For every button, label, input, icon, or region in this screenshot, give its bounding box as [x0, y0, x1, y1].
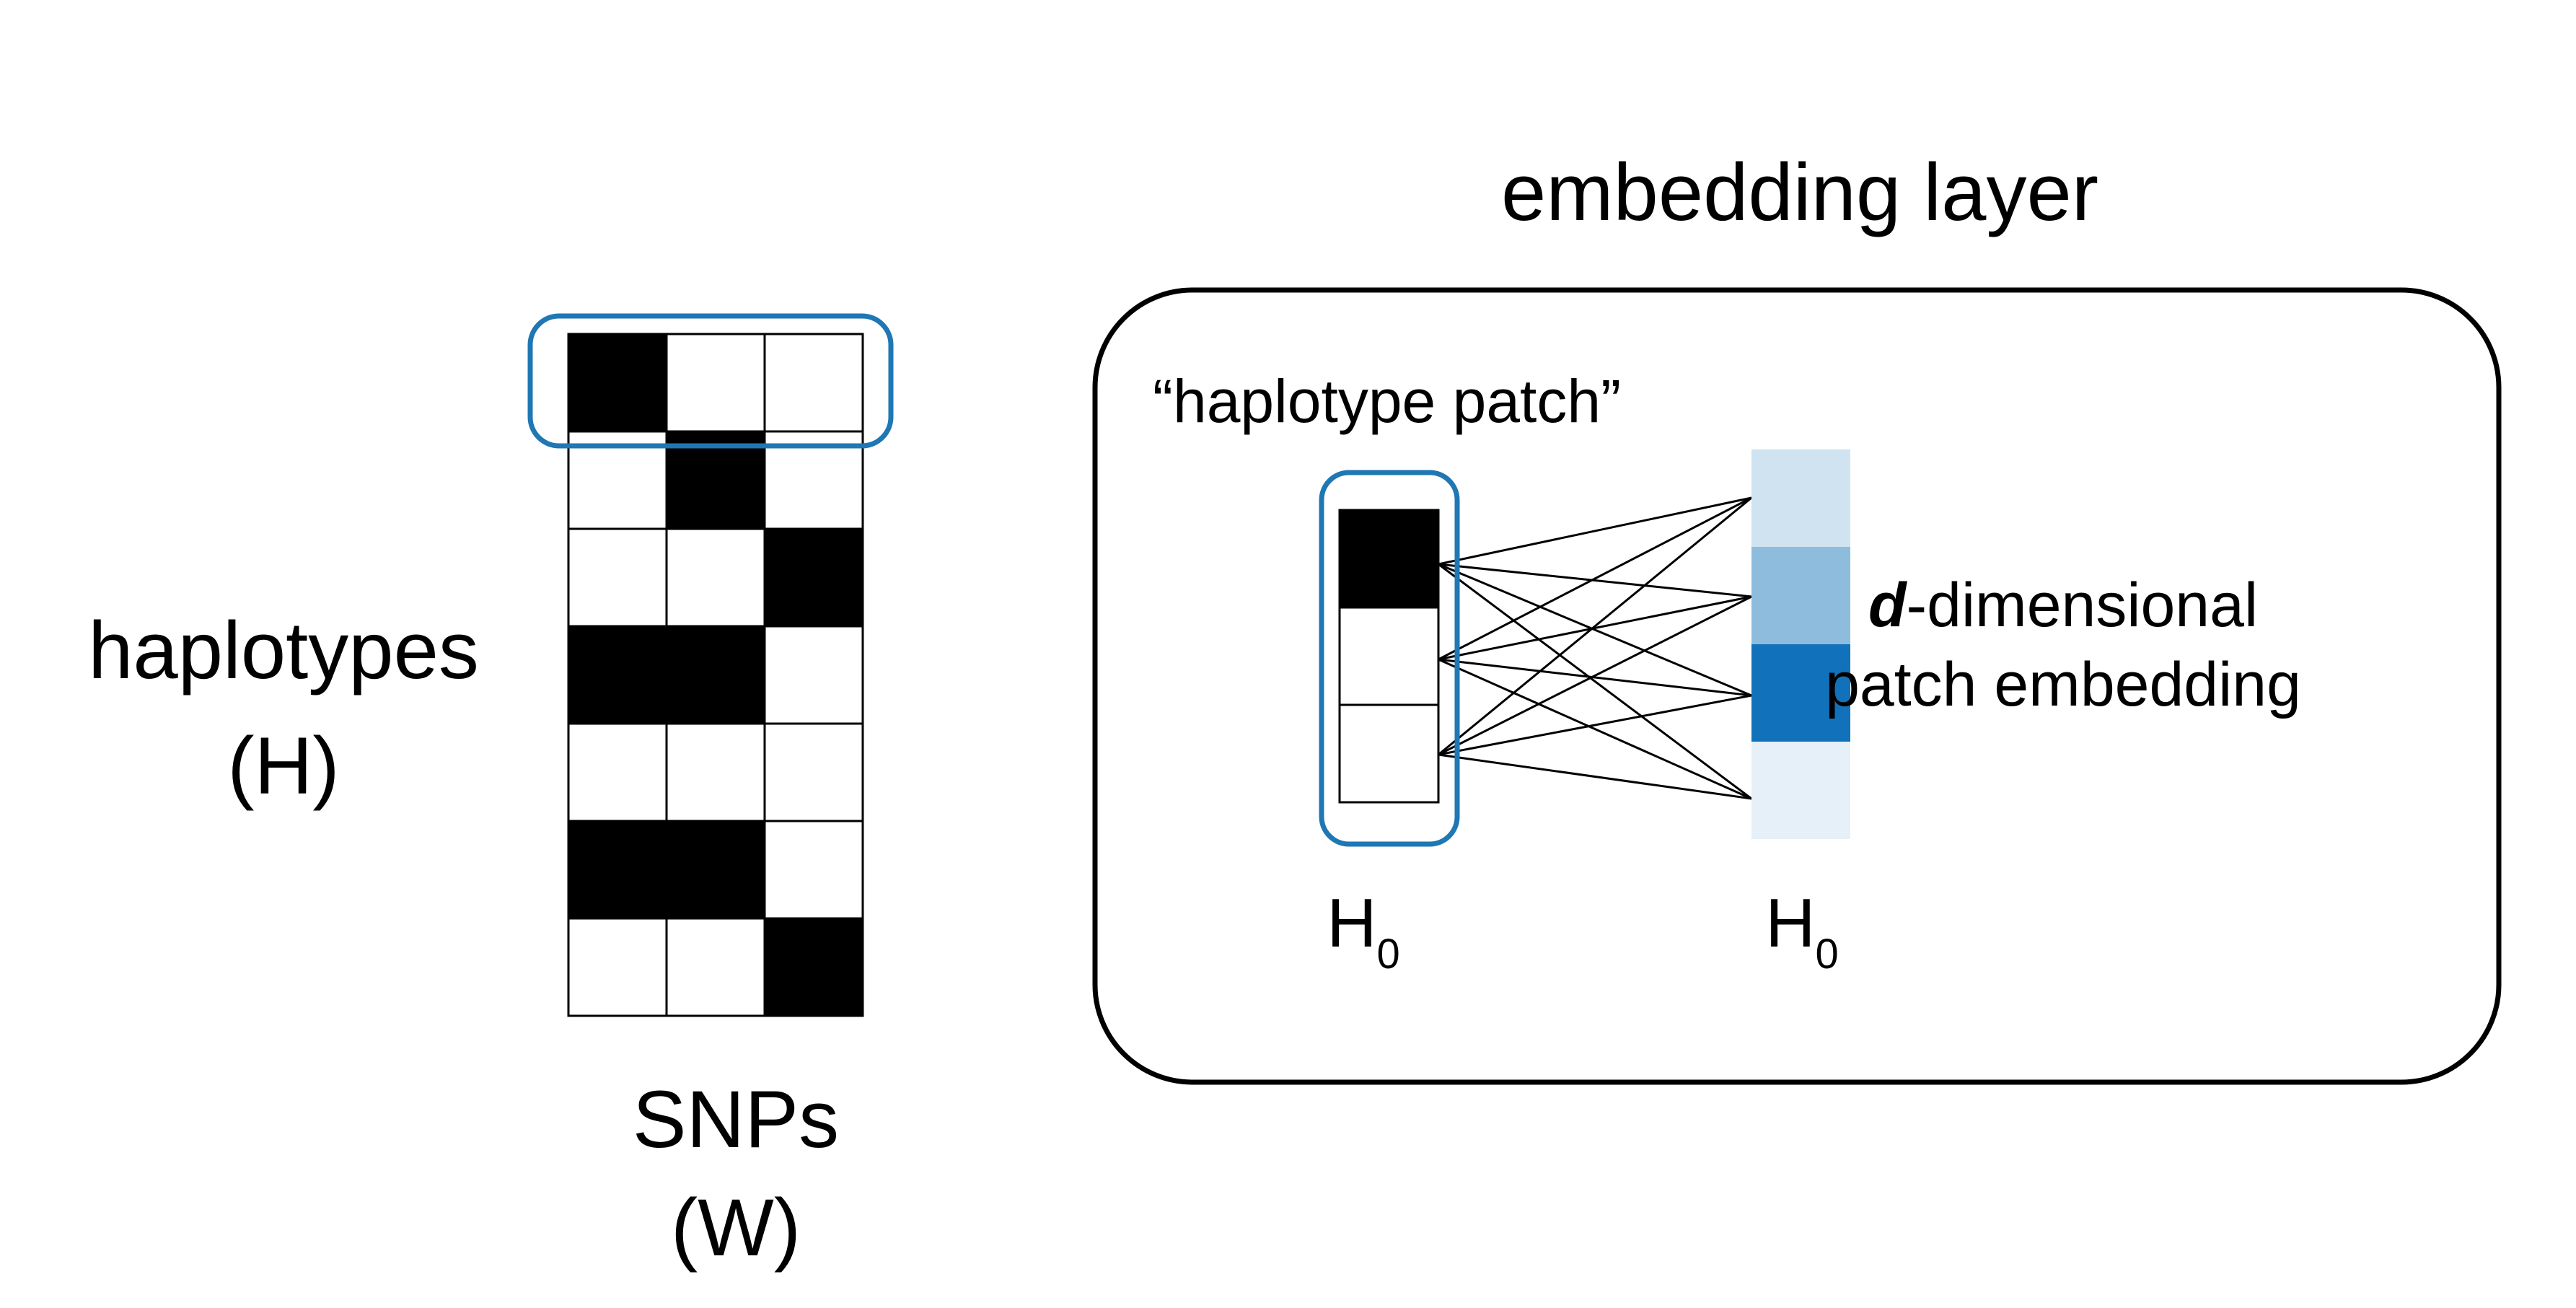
connection-line — [1438, 753, 1752, 800]
connection-line — [1438, 595, 1752, 756]
embedding-desc-rest: -dimensional — [1906, 571, 2258, 640]
snps-symbol: (W) — [671, 1182, 801, 1273]
patch-h0-sub: 0 — [1377, 931, 1400, 978]
embedding-h0-sub: 0 — [1816, 931, 1839, 978]
matrix-cell — [665, 722, 766, 822]
matrix-cell — [567, 625, 668, 725]
haplotype-patch-label: “haplotype patch” — [1153, 367, 1621, 435]
matrix-cell — [665, 625, 766, 725]
embedding-description-line1: d-dimensional — [1868, 571, 2258, 640]
connection-line — [1438, 658, 1752, 697]
connection-line — [1438, 658, 1752, 800]
connection-lines — [1438, 496, 1752, 800]
haplotypes-label: haplotypes — [88, 605, 479, 695]
patch-h0-base: H — [1327, 885, 1376, 962]
patch-embedding-vector — [1751, 449, 1850, 839]
haplotype-matrix — [567, 333, 864, 1017]
matrix-cell — [665, 333, 766, 433]
embedding-h0-base: H — [1765, 885, 1815, 962]
connection-line — [1438, 563, 1752, 697]
patch-cell — [1338, 606, 1440, 706]
patch-h0-label: H0 — [1327, 885, 1400, 978]
matrix-cell — [763, 625, 864, 725]
matrix-cell — [567, 820, 668, 920]
matrix-cell — [763, 917, 864, 1017]
patch-highlight — [1319, 470, 1460, 847]
embedding-cell — [1751, 644, 1850, 742]
haplotypes-symbol: (H) — [227, 721, 339, 811]
matrix-cell — [763, 333, 864, 433]
matrix-cell — [567, 527, 668, 628]
embedding-h0-label: H0 — [1765, 885, 1839, 978]
snps-label: SNPs — [633, 1074, 839, 1164]
matrix-cell — [567, 917, 668, 1017]
matrix-cell — [665, 917, 766, 1017]
connection-line — [1438, 496, 1752, 756]
patch-cell — [1338, 703, 1440, 804]
embedding-layer-title: embedding layer — [1501, 147, 2098, 237]
matrix-cell — [567, 722, 668, 822]
haplotype-patch — [1338, 509, 1440, 804]
connection-line — [1438, 496, 1752, 566]
embedding-cell — [1751, 547, 1850, 644]
connection-line — [1438, 694, 1752, 756]
connection-line — [1438, 563, 1752, 800]
matrix-cell — [763, 527, 864, 628]
connection-line — [1438, 595, 1752, 661]
matrix-cell — [763, 820, 864, 920]
embedding-description-line2: patch embedding — [1825, 650, 2301, 719]
embedding-d-italic: d — [1868, 571, 1907, 640]
embedding-cell — [1751, 449, 1850, 547]
embedding-layer-box — [1092, 287, 2502, 1085]
matrix-cell — [763, 722, 864, 822]
matrix-cell — [665, 820, 766, 920]
connection-line — [1438, 496, 1752, 661]
embedding-cell — [1751, 742, 1850, 839]
matrix-cell — [665, 527, 766, 628]
matrix-cell — [567, 333, 668, 433]
patch-cell — [1338, 509, 1440, 609]
connection-line — [1438, 563, 1752, 598]
matrix-row-highlight — [527, 313, 894, 449]
